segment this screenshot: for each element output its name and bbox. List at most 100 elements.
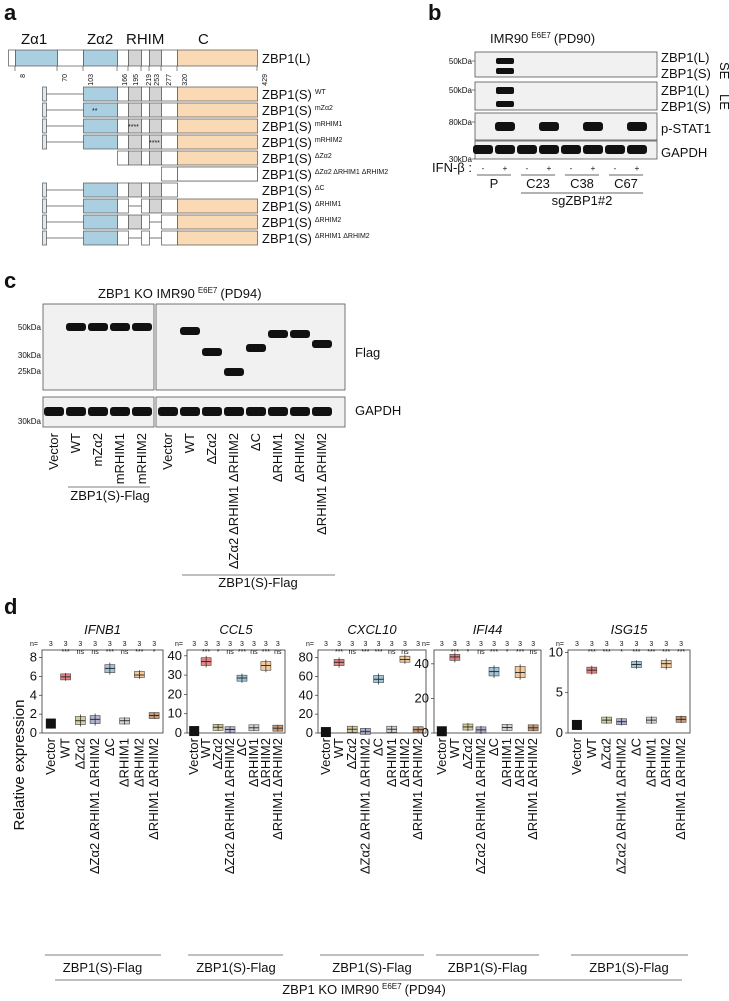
domain-box xyxy=(83,182,118,198)
band-flag xyxy=(224,368,244,376)
domain-box xyxy=(42,134,47,150)
band-flag xyxy=(180,327,200,335)
domain-box xyxy=(141,102,150,118)
domain-box xyxy=(117,134,129,150)
n-value: 3 xyxy=(324,641,328,648)
band-gapdh xyxy=(473,145,493,154)
significance-mark: *** xyxy=(516,649,524,656)
category-label: ΔRHIM1 xyxy=(643,738,658,787)
domain-box xyxy=(161,118,178,134)
domain-label-za1: Zα1 xyxy=(21,31,47,48)
n-value: 3 xyxy=(93,641,97,648)
construct-label: ZBP1(S)ΔRHIM1 ΔRHIM2 xyxy=(262,231,370,246)
treatment-label: IFN-β : xyxy=(432,160,472,175)
domain-box xyxy=(117,182,129,198)
category-label: ΔC xyxy=(486,738,501,756)
domain-box xyxy=(141,150,150,166)
protein-label: ZBP1(S) xyxy=(661,99,711,114)
significance-mark: *** xyxy=(603,649,611,656)
domain-box xyxy=(42,182,47,198)
n-value: 3 xyxy=(363,641,367,648)
category-label: Vector xyxy=(186,737,201,775)
band-gapdh xyxy=(290,407,310,416)
construct-name: ZBP1(S) xyxy=(262,167,312,182)
domain-box xyxy=(128,86,142,102)
blot-membrane xyxy=(42,303,155,391)
significance-mark: *** xyxy=(632,649,640,656)
significance-mark: ns xyxy=(91,649,99,656)
y-axis-label: Relative expression xyxy=(11,700,28,831)
construct-name: ZBP1(S) xyxy=(262,231,312,246)
band-flag xyxy=(110,323,130,331)
position-label: 277 xyxy=(166,74,173,86)
domain-box xyxy=(141,214,150,230)
category-label: WT xyxy=(447,738,462,758)
domain-box xyxy=(128,49,142,67)
construct-name: ZBP1(S) xyxy=(262,183,312,198)
significance-mark: *** xyxy=(662,649,670,656)
category-label: ΔZα2 ΔRHIM1 ΔRHIM2 xyxy=(222,738,237,874)
domain-box xyxy=(149,198,162,214)
significance-mark: *** xyxy=(262,649,270,656)
band-gapdh xyxy=(539,145,559,154)
category-label: ΔRHIM1 ΔRHIM2 xyxy=(673,738,688,840)
category-label: ΔZα2 ΔRHIM1 ΔRHIM2 xyxy=(473,738,488,874)
lane-label: ΔZα2 ΔRHIM1 ΔRHIM2 xyxy=(226,433,241,569)
category-label: ΔZα2 ΔRHIM1 ΔRHIM2 xyxy=(357,738,372,874)
domain-box xyxy=(117,86,129,102)
domain-box xyxy=(42,102,47,118)
domain-box xyxy=(161,49,178,67)
significance-mark: ns xyxy=(77,649,85,656)
y-tick-label: 40 xyxy=(168,648,182,663)
domain-box xyxy=(117,198,129,214)
domain-box xyxy=(161,198,178,214)
n-value: 3 xyxy=(479,641,483,648)
chart-title: CCL5 xyxy=(219,622,253,637)
significance-mark: *** xyxy=(135,649,143,656)
band-gapdh xyxy=(605,145,625,154)
construct-name: ZBP1(S) xyxy=(262,103,312,118)
position-label: 70 xyxy=(62,74,69,82)
domain-box xyxy=(141,198,150,214)
significance-mark: * xyxy=(620,649,623,656)
domain-box xyxy=(177,150,258,166)
significance-mark: ns xyxy=(388,649,396,656)
band-pstat1 xyxy=(583,122,603,131)
domain-box xyxy=(161,182,178,198)
marker-label: 30kDa xyxy=(18,351,42,360)
domain-label-c: C xyxy=(198,31,209,48)
construct-superscript: WT xyxy=(315,89,327,96)
n-label: n= xyxy=(30,641,38,648)
y-tick-label: 0 xyxy=(422,725,429,740)
group-label: P xyxy=(490,176,499,191)
treatment-sign: - xyxy=(614,164,617,173)
band-zbp1-s xyxy=(496,68,514,74)
position-label: 320 xyxy=(182,74,189,86)
category-label: Vector xyxy=(318,737,333,775)
panel-d-expression-plots: Relative expression IFNB1024683Vector3**… xyxy=(11,622,691,997)
exposure-label: LE xyxy=(717,94,729,110)
band-gapdh xyxy=(44,407,64,416)
treatment-sign: - xyxy=(526,164,529,173)
n-label: n= xyxy=(422,641,430,648)
domain-box xyxy=(141,86,150,102)
domain-box xyxy=(117,49,129,67)
domain-box xyxy=(177,214,258,230)
domain-box xyxy=(177,118,258,134)
treatment-sign: + xyxy=(503,164,508,173)
band-gapdh xyxy=(88,407,108,416)
protein-label: GAPDH xyxy=(661,145,707,160)
group-label: ZBP1(S)-Flag xyxy=(218,575,297,590)
domain-box xyxy=(141,118,150,134)
band-zbp1-l xyxy=(496,87,514,94)
guide-label: sgZBP1#2 xyxy=(552,193,613,208)
band-pstat1 xyxy=(495,122,515,131)
protein-label: ZBP1(S) xyxy=(661,66,711,81)
n-value: 3 xyxy=(505,641,509,648)
construct-superscript: ΔZα2 xyxy=(315,153,332,160)
n-value: 3 xyxy=(649,641,653,648)
